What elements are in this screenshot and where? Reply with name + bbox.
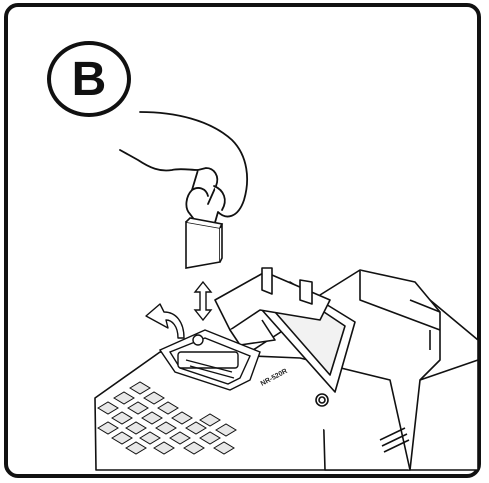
keypad [97,381,237,455]
up-down-arrow-icon [193,280,213,322]
ribbon-cartridge-icon [185,217,224,269]
step-label: B [71,52,107,106]
lift-cover-arrow-icon [145,303,185,339]
hand-icon [119,111,249,231]
step-badge: B [47,41,131,117]
ribbon-holder [158,329,261,391]
